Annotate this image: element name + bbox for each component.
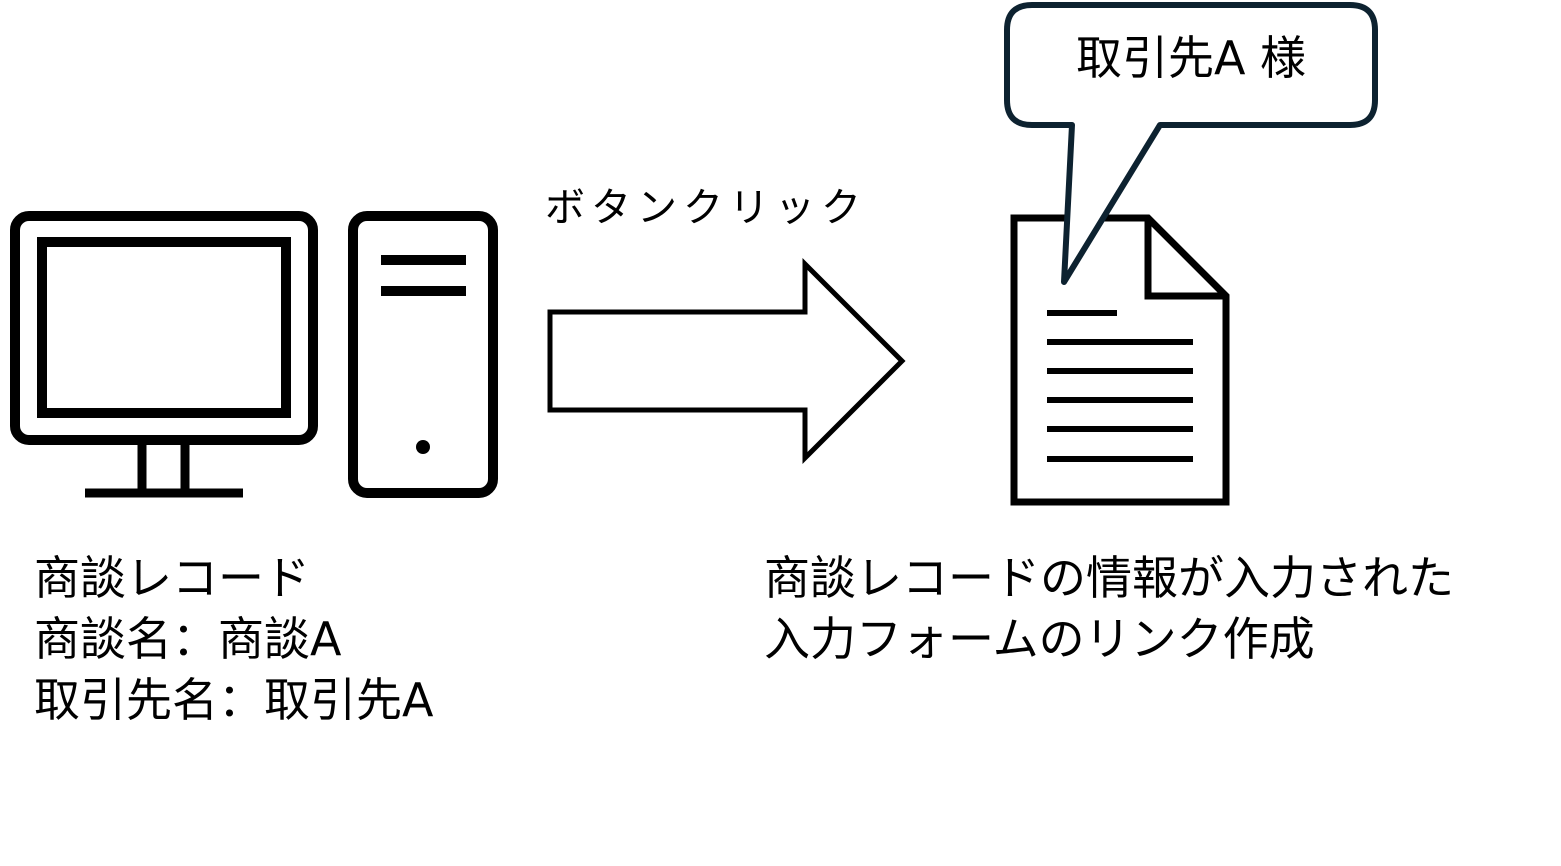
caption-line-info-filled: 商談レコードの情報が入力された [764, 551, 1454, 605]
arrow-label: ボタンクリック [545, 185, 867, 231]
form-link-caption: 商談レコードの情報が入力された 入力フォームのリンク作成 [764, 548, 1454, 670]
computer-tower-icon [348, 211, 498, 498]
monitor-icon [10, 211, 318, 498]
caption-line-account-name: 取引先名：取引先A [34, 673, 434, 727]
document-icon [1010, 214, 1230, 506]
speech-bubble [1004, 2, 1378, 285]
opportunity-record-caption: 商談レコード 商談名：商談A 取引先名：取引先A [34, 548, 433, 731]
caption-line-opportunity-name: 商談名：商談A [34, 612, 342, 666]
desktop-computer-icon [10, 211, 498, 498]
speech-bubble-text: 取引先A 様 [1075, 31, 1307, 85]
caption-line-record: 商談レコード [34, 551, 310, 605]
right-arrow-icon [547, 257, 906, 465]
caption-line-form-link: 入力フォームのリンク作成 [764, 612, 1315, 666]
